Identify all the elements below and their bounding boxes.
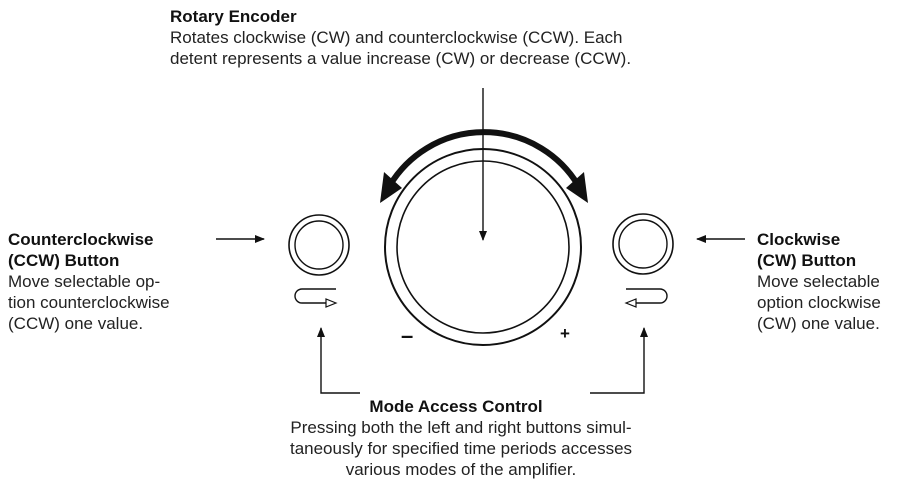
cw-loop-icon	[624, 288, 668, 308]
rotary-encoder-knob[interactable]	[384, 148, 582, 346]
cw-button-label: Clockwise (CW) Button Move selectable op…	[757, 229, 922, 334]
mode-access-desc-line3: various modes of the amplifier.	[345, 460, 577, 479]
cw-button-desc-line1: Move selectable	[757, 272, 880, 291]
rotary-encoder-desc-line2: detent represents a value increase (CW) …	[170, 49, 632, 68]
mode-bracket-right	[590, 327, 648, 394]
cw-button-title-line1: Clockwise	[757, 230, 841, 249]
mode-bracket-left	[317, 327, 360, 394]
mode-access-desc-line2: taneously for specified time periods acc…	[289, 439, 633, 458]
ccw-button-label: Counterclockwise (CCW) Button Move selec…	[8, 229, 238, 334]
cw-button-desc-line3: (CW) one value.	[757, 314, 880, 333]
arc-arrowhead-left	[380, 172, 402, 203]
cw-button-title-line2: (CW) Button	[757, 251, 857, 270]
mode-access-desc-line1: Pressing both the left and right buttons…	[290, 418, 632, 437]
ccw-button-title-line1: Counterclockwise	[8, 230, 154, 249]
ccw-button-desc-line1: Move selectable op-	[8, 272, 161, 291]
rotary-encoder-label: Rotary Encoder Rotates clockwise (CW) an…	[170, 6, 750, 69]
mode-access-title: Mode Access Control	[369, 397, 543, 416]
rotary-encoder-desc-line1: Rotates clockwise (CW) and counterclockw…	[170, 28, 623, 47]
rotation-arc	[387, 129, 581, 187]
ccw-button-desc-line2: tion counterclockwise	[8, 293, 170, 312]
ccw-button-title-line2: (CCW) Button	[8, 251, 120, 270]
ccw-button-desc-line3: (CCW) one value.	[8, 314, 144, 333]
minus-mark: –	[401, 323, 413, 348]
ccw-button[interactable]	[288, 214, 350, 276]
cw-button[interactable]	[612, 213, 674, 275]
mode-access-label: Mode Access Control Pressing both the le…	[230, 396, 692, 480]
ccw-loop-icon	[294, 288, 338, 308]
cw-button-desc-line2: option clockwise	[757, 293, 881, 312]
arc-arrowhead-right	[566, 172, 588, 203]
plus-mark: +	[560, 324, 570, 343]
rotary-encoder-title: Rotary Encoder	[170, 7, 297, 26]
